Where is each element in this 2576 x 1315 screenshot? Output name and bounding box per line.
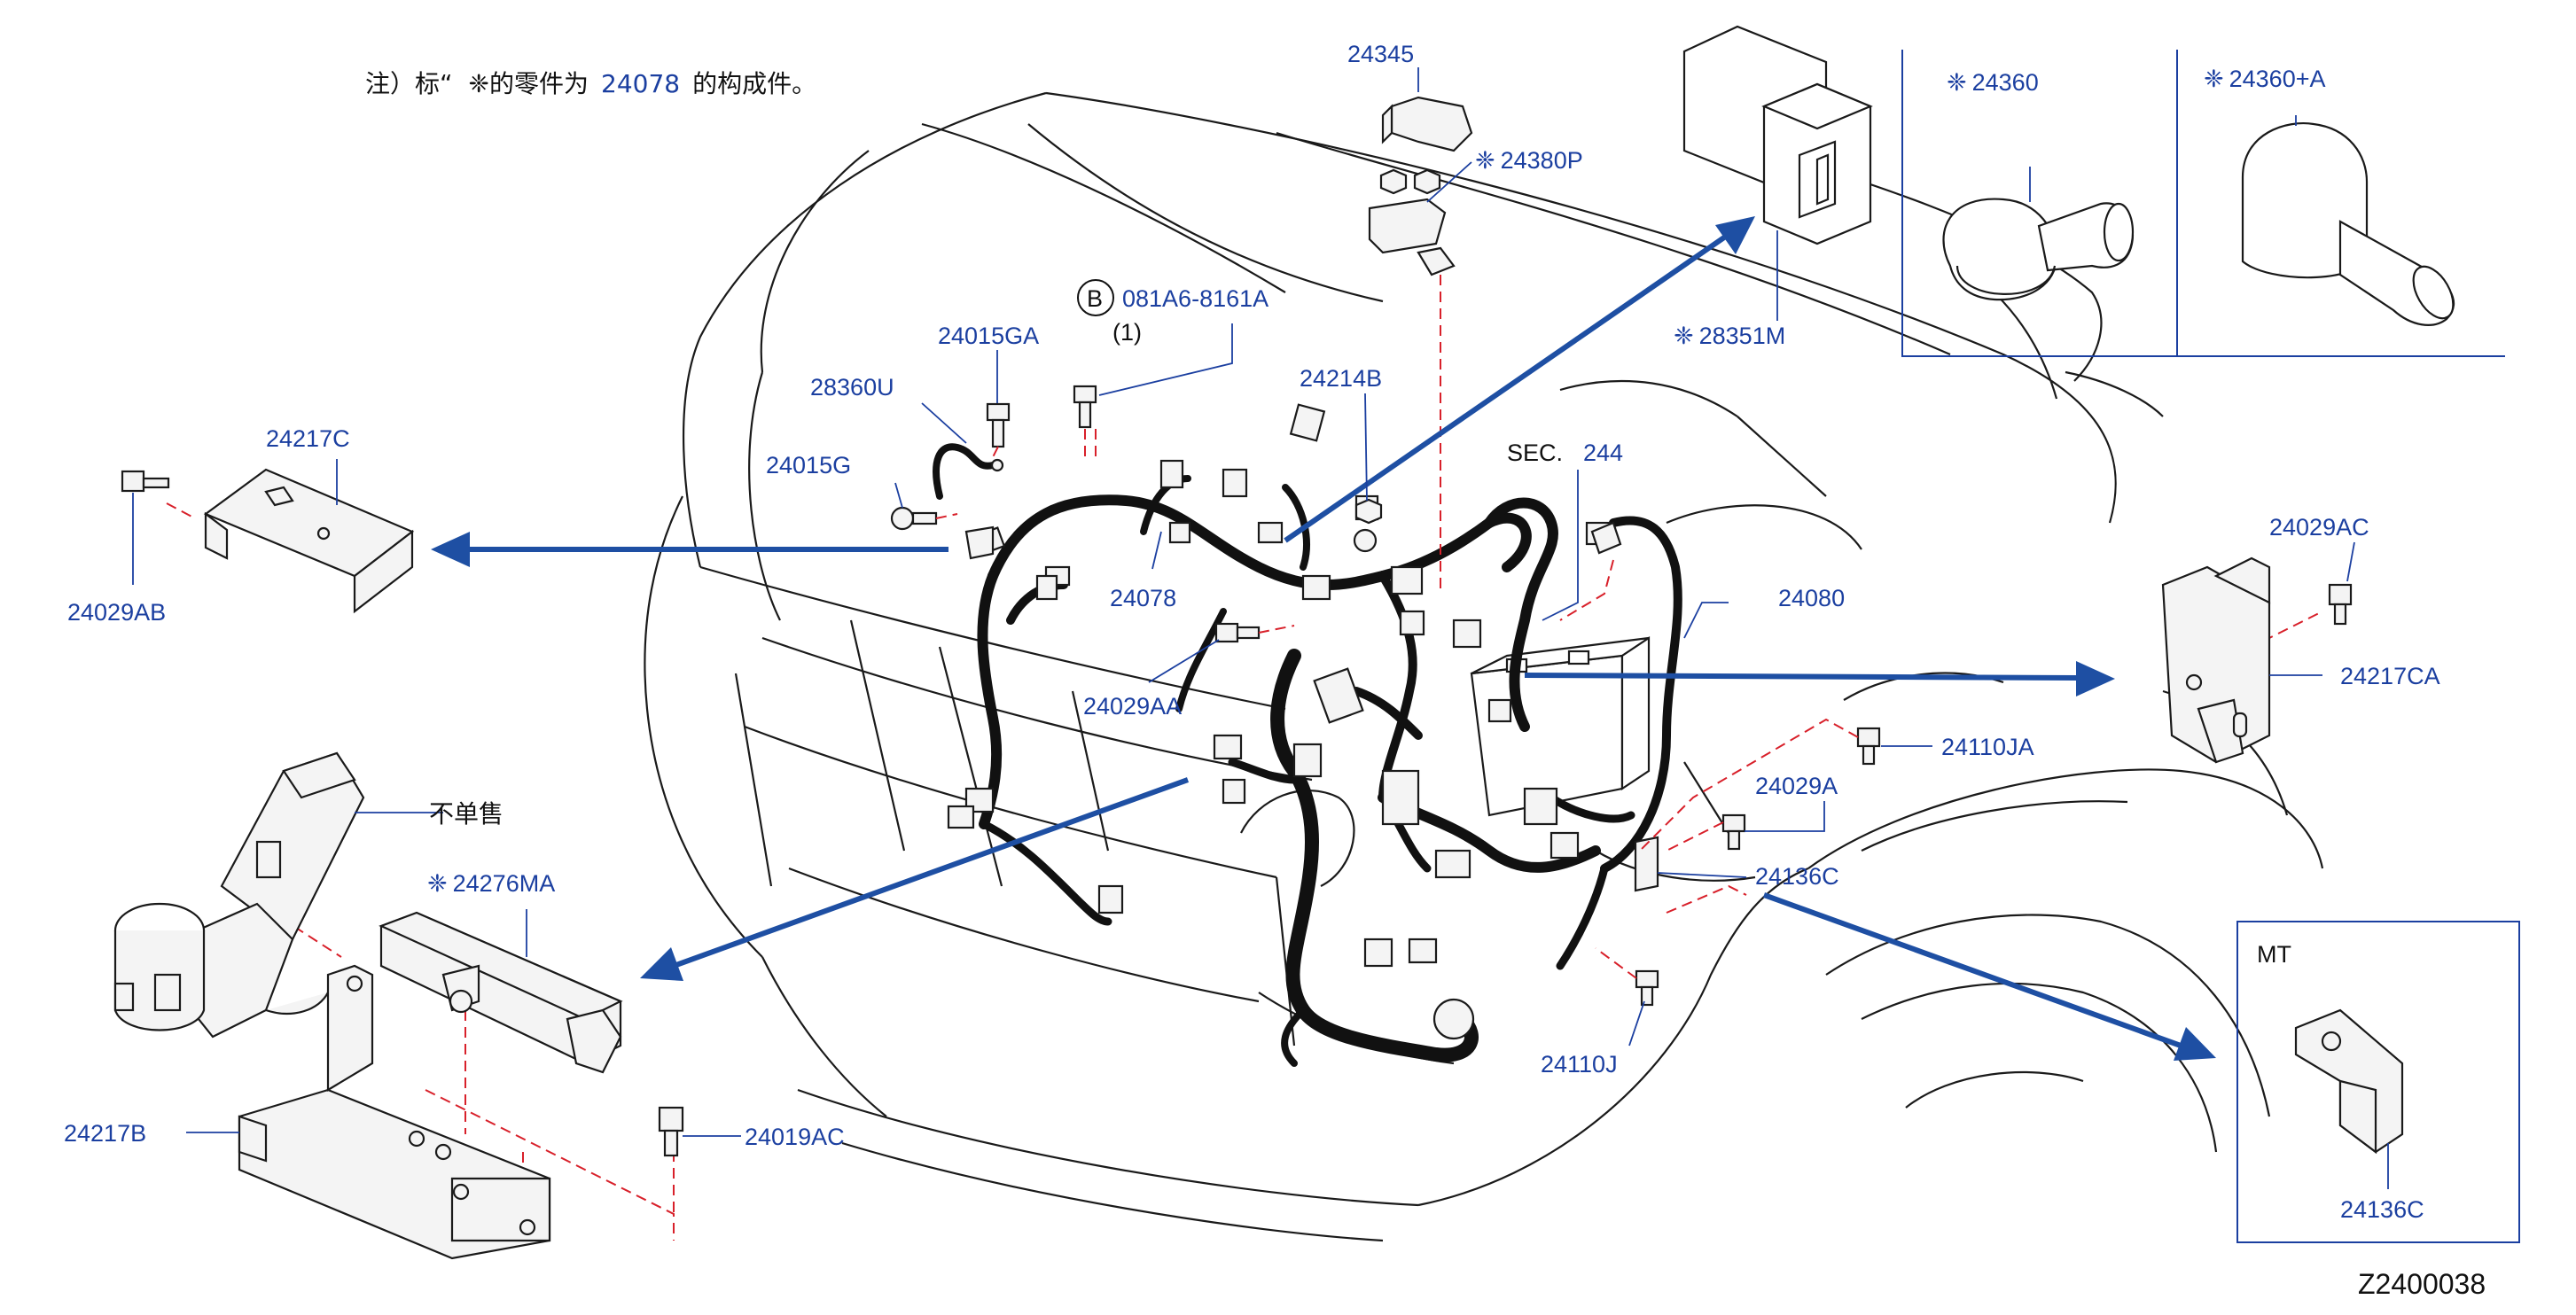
note-prefix: 注）标“ bbox=[365, 69, 453, 98]
label-24217B[interactable]: 24217B bbox=[64, 1120, 146, 1147]
label-24015G[interactable]: 24015G bbox=[766, 452, 851, 479]
label-mt: MT bbox=[2257, 941, 2291, 968]
label-24136C-mt[interactable]: 24136C bbox=[2340, 1196, 2424, 1223]
terminal-cover-panel bbox=[1901, 50, 2505, 357]
note-suffix: 的构成件。 bbox=[692, 69, 816, 98]
label-24110J[interactable]: 24110J bbox=[1541, 1051, 1618, 1078]
label-24345[interactable]: 24345 bbox=[1347, 41, 1414, 67]
bolt-24029AB[interactable] bbox=[121, 470, 170, 493]
genuine-mark-icon: ❈ bbox=[1947, 69, 1967, 96]
bolt-24110JA[interactable] bbox=[1856, 727, 1881, 766]
diagram-code: Z2400038 bbox=[2358, 1268, 2486, 1300]
note-symbol-icon: ❈ bbox=[469, 69, 489, 98]
label-24029AA[interactable]: 24029AA bbox=[1083, 693, 1182, 720]
bracket-24217CA[interactable] bbox=[2161, 556, 2271, 764]
label-24019AC[interactable]: 24019AC bbox=[745, 1124, 845, 1150]
part-24380P-shape[interactable] bbox=[1368, 168, 1456, 276]
bolt-24029AA[interactable] bbox=[1214, 622, 1261, 643]
label-24217CA[interactable]: 24217CA bbox=[2340, 663, 2440, 689]
bracket-24217C[interactable] bbox=[203, 468, 415, 614]
label-not-sold: 不单售 bbox=[429, 799, 503, 829]
clip-28360U[interactable] bbox=[933, 443, 1004, 500]
bolt-24015G[interactable] bbox=[890, 506, 938, 531]
bracket-24078-mount bbox=[964, 525, 995, 560]
label-24276MA[interactable]: ❈24276MA bbox=[427, 870, 555, 897]
part-labels: 24345 ❈24380P ❈28351M ❈24360 ❈24360+A B … bbox=[64, 41, 2486, 1300]
bolt-24029AC[interactable] bbox=[2328, 583, 2353, 626]
mt-inset-box bbox=[2236, 921, 2520, 1243]
bracket-24217B[interactable] bbox=[238, 964, 551, 1260]
note-part-number[interactable]: 24078 bbox=[601, 69, 680, 98]
bolt-24019AC[interactable] bbox=[658, 1106, 684, 1157]
nut-24214B[interactable] bbox=[1354, 498, 1383, 525]
bolt-24015GA[interactable] bbox=[986, 402, 1011, 448]
leader-lines bbox=[132, 67, 2389, 1189]
cover-24360A[interactable] bbox=[2241, 122, 2462, 326]
clip-24136C-mt[interactable] bbox=[2294, 1008, 2404, 1155]
note-middle: 的零件为 bbox=[489, 69, 589, 98]
header-note: 注）标“ ❈的零件为 24078 的构成件。 bbox=[365, 69, 816, 98]
label-24136C[interactable]: 24136C bbox=[1755, 863, 1839, 890]
cover-24360[interactable] bbox=[1942, 198, 2135, 301]
direction-arrows bbox=[431, 216, 2216, 1061]
bolt-type-b-letter: B bbox=[1087, 285, 1103, 312]
battery bbox=[1470, 635, 1651, 817]
label-24110JA[interactable]: 24110JA bbox=[1941, 734, 2034, 760]
label-24217C[interactable]: 24217C bbox=[266, 425, 350, 452]
label-sec: SEC. bbox=[1507, 440, 1563, 466]
battery-terminal bbox=[1590, 521, 1622, 555]
genuine-mark-icon: ❈ bbox=[1475, 147, 1495, 174]
label-sec-244[interactable]: 244 bbox=[1583, 440, 1623, 466]
bolt-081A6-8161A[interactable] bbox=[1073, 385, 1097, 429]
label-081A6-8161A-qty: (1) bbox=[1112, 319, 1142, 346]
relay-28351M[interactable] bbox=[1682, 25, 1873, 245]
label-24029AC[interactable]: 24029AC bbox=[2269, 514, 2369, 541]
label-24029AB[interactable]: 24029AB bbox=[67, 599, 166, 626]
genuine-mark-icon: ❈ bbox=[2204, 66, 2224, 92]
bolt-24110J[interactable] bbox=[1635, 969, 1659, 1007]
protector-24276MA[interactable] bbox=[379, 911, 623, 1074]
label-081A6-8161A[interactable]: 081A6-8161A bbox=[1122, 285, 1268, 312]
genuine-mark-icon: ❈ bbox=[427, 870, 448, 897]
label-28351M[interactable]: ❈28351M bbox=[1674, 323, 1785, 349]
label-28360U[interactable]: 28360U bbox=[810, 374, 894, 401]
label-24380P[interactable]: ❈24380P bbox=[1475, 147, 1583, 174]
clip-24136C[interactable] bbox=[1634, 836, 1659, 892]
label-24078[interactable]: 24078 bbox=[1110, 585, 1176, 611]
label-24360A[interactable]: ❈24360+A bbox=[2204, 66, 2325, 92]
label-24080[interactable]: 24080 bbox=[1778, 585, 1845, 611]
bolt-24029A[interactable] bbox=[1721, 813, 1746, 851]
label-24015GA[interactable]: 24015GA bbox=[938, 323, 1039, 349]
label-24360[interactable]: ❈24360 bbox=[1947, 69, 2039, 96]
air-duct-not-sold[interactable] bbox=[113, 751, 365, 1039]
label-24029A[interactable]: 24029A bbox=[1755, 773, 1838, 799]
label-24214B[interactable]: 24214B bbox=[1300, 365, 1382, 392]
genuine-mark-icon: ❈ bbox=[1674, 323, 1694, 349]
bolt-type-b-circle-icon bbox=[1077, 279, 1114, 316]
part-24345-shape[interactable] bbox=[1381, 96, 1473, 152]
